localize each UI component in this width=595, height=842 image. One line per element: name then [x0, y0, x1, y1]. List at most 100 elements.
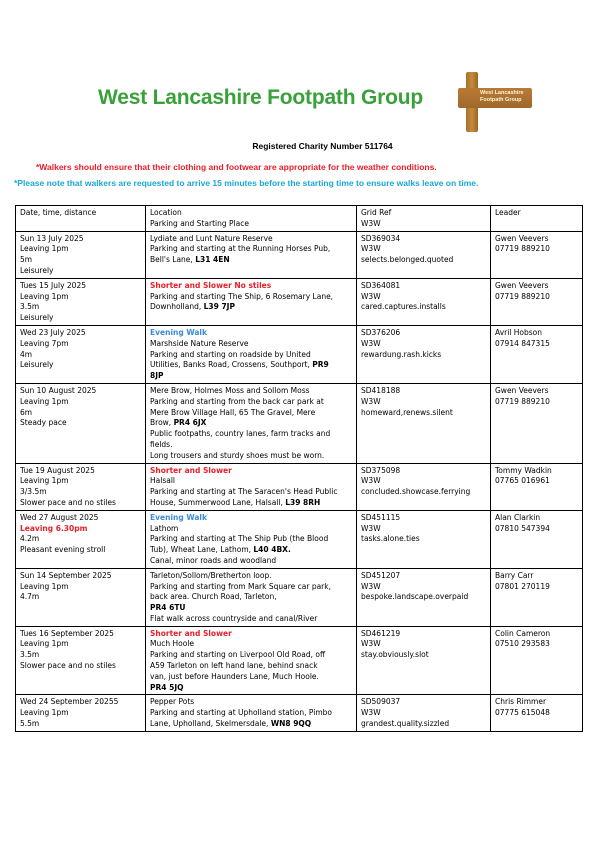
date-line: Wed 23 July 2025	[20, 327, 86, 337]
location-line: Pepper Pots	[150, 697, 352, 708]
date-line: Tue 19 August 2025	[20, 465, 95, 475]
location-text: A59 Tarleton on left hand lane, behind s…	[150, 661, 318, 671]
location-line: Marshside Nature Reserve	[150, 339, 352, 350]
charity-number: Registered Charity Number 511764	[252, 141, 393, 151]
grid-line: cared.captures.installs	[361, 302, 446, 312]
header-parking-label: Parking and Starting Place	[150, 218, 249, 228]
date-line: Wed 27 August 2025	[20, 512, 99, 522]
date-line: Steady pace	[20, 418, 67, 428]
date-line: 4m	[20, 349, 33, 359]
header-gridref: Grid Ref W3W	[356, 205, 491, 232]
grid-line: SD451115	[361, 512, 401, 522]
location-line: Downholland, L39 7JP	[150, 302, 352, 313]
postcode: PR9	[312, 360, 329, 370]
location-line: Parking and starting from Mark Square ca…	[150, 582, 352, 593]
location-text: Mere Brow, Holmes Moss and Sollom Moss	[150, 385, 310, 395]
evening-walk-label: Evening Walk	[150, 512, 207, 522]
date-line: Sun 10 August 2025	[20, 385, 97, 395]
date-line: Leaving 1pm	[20, 291, 69, 301]
date-line: Tues 15 July 2025	[20, 280, 86, 290]
leader-name: Gwen Veevers	[495, 233, 549, 243]
location-line: fields.	[150, 440, 352, 451]
grid-line: SD418188	[361, 385, 401, 395]
header-gridref-label: Grid Ref	[361, 208, 392, 217]
location-text: Parking and starting from the back car p…	[150, 396, 324, 406]
leader-phone: 07914 847315	[495, 338, 550, 348]
cell-location: Tarleton/Sollom/Bretherton loop.Parking …	[145, 567, 357, 627]
table-header-row: Date, time, distance Location Parking an…	[15, 205, 583, 232]
date-line: Leaving 1pm	[20, 244, 69, 254]
arrival-note: *Please note that walkers are requested …	[14, 178, 479, 188]
grid-line: concluded.showcase.ferrying	[361, 487, 471, 497]
date-line: Leaving 7pm	[20, 338, 69, 348]
location-line: Lathom	[150, 524, 352, 535]
grid-line: W3W	[361, 244, 381, 254]
signpost-board: West Lancashire Footpath Group	[458, 88, 532, 108]
location-line: Mere Brow Village Hall, 65 The Gravel, M…	[150, 408, 352, 419]
grid-line: SD375098	[361, 465, 401, 475]
location-line: Shorter and Slower	[150, 629, 352, 640]
location-text: Lane, Upholland, Skelmersdale,	[150, 719, 271, 729]
header-location: Location Parking and Starting Place	[145, 205, 357, 232]
location-text: Parking and starting from Mark Square ca…	[150, 581, 331, 591]
leader-phone: 07719 889210	[495, 244, 550, 254]
location-text: Lathom	[150, 523, 179, 533]
grid-line: SD376206	[361, 327, 401, 337]
postcode: L39 7JP	[203, 302, 235, 312]
grid-line: W3W	[361, 338, 381, 348]
location-text: Canal, minor roads and woodland	[150, 555, 277, 565]
location-line: Much Hoole	[150, 639, 352, 650]
location-text: Mere Brow Village Hall, 65 The Gravel, M…	[150, 407, 316, 417]
date-line: Leisurely	[20, 313, 54, 323]
location-text: Parking and starting on roadside by Unit…	[150, 349, 311, 359]
grid-line: rewardung.rash.kicks	[361, 349, 442, 359]
grid-line: SD461219	[361, 628, 401, 638]
location-text: Downholland,	[150, 302, 204, 312]
location-line: Public footpaths, country lanes, farm tr…	[150, 429, 352, 440]
location-text: Brow,	[150, 418, 174, 428]
signpost-logo-icon: West Lancashire Footpath Group	[458, 70, 534, 132]
leader-name: Tommy Wadkin	[495, 465, 552, 475]
header-date-label: Date, time, distance	[20, 208, 97, 217]
date-line: 5.5m	[20, 719, 40, 729]
grid-line: W3W	[361, 291, 381, 301]
leader-phone: 07765 016961	[495, 476, 550, 486]
location-text: Long trousers and sturdy shoes must be w…	[150, 450, 325, 460]
location-line: Parking and starting at The Saracen's He…	[150, 487, 352, 498]
location-line: Parking and starting at Upholland statio…	[150, 708, 352, 719]
location-text: Tub), Wheat Lane, Lathom,	[150, 545, 254, 555]
date-line: Tues 16 September 2025	[20, 628, 114, 638]
leader-name: Gwen Veevers	[495, 280, 549, 290]
walk-type-label: Shorter and Slower	[150, 465, 232, 475]
postcode: 8JP	[150, 371, 164, 381]
location-text: Bell's Lane,	[150, 255, 196, 265]
date-line: 6m	[20, 407, 33, 417]
date-line: Pleasant evening stroll	[20, 545, 106, 555]
location-line: Brow, PR4 6JX	[150, 418, 352, 429]
location-line: Shorter and Slower No stiles	[150, 281, 352, 292]
header: West Lancashire Footpath Group West Lanc…	[0, 70, 595, 134]
date-line: Leaving 1pm	[20, 581, 69, 591]
logo-line-1: West Lancashire	[480, 90, 524, 96]
location-text: Halsall	[150, 476, 175, 486]
header-leader-label: Leader	[495, 208, 521, 217]
postcode: L31 4EN	[195, 255, 230, 265]
grid-line: stay.obviously.slot	[361, 650, 429, 660]
location-text: Public footpaths, country lanes, farm tr…	[150, 429, 331, 439]
walks-table: Date, time, distance Location Parking an…	[15, 205, 583, 732]
